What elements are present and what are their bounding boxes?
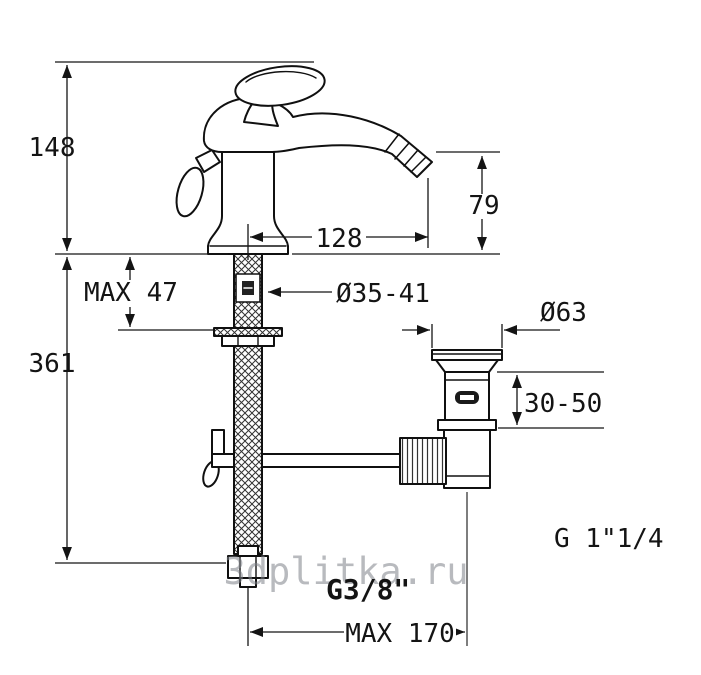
- side-lever: [175, 149, 221, 218]
- pop-up-waste: [399, 349, 503, 489]
- label-mask: [464, 194, 504, 219]
- dim-label-79: 79: [468, 191, 499, 221]
- label-mask: [344, 622, 456, 648]
- dimension-lines: [55, 61, 604, 646]
- aerator-icon: [384, 133, 427, 173]
- label-mask: [312, 228, 366, 253]
- dim-label-waste-diameter: Ø63: [540, 298, 587, 328]
- dim-label-361: 361: [29, 349, 76, 379]
- dim-label-max47: MAX 47: [84, 278, 178, 308]
- faucet-assembly: [175, 65, 503, 588]
- dim-label-hole-diameter: Ø35-41: [336, 279, 430, 309]
- lever-handle: [234, 65, 326, 107]
- knurled-nut: [399, 437, 447, 485]
- watermark-text: 3dplitka.ru: [223, 550, 468, 593]
- flexible-hose: [227, 345, 269, 588]
- dim-label-148: 148: [29, 133, 76, 163]
- dim-label-hose-thread: G3/8": [326, 573, 410, 606]
- dim-label-waste-thread: G 1"1/4: [554, 524, 664, 554]
- dim-label-max170: MAX 170: [345, 619, 455, 649]
- mounting-shank: [213, 253, 283, 347]
- pop-up-rod: [202, 429, 409, 488]
- dim-label-128: 128: [316, 224, 363, 254]
- dim-label-30-50: 30-50: [524, 389, 602, 419]
- dimension-labels: 148 361 MAX 47 128 79 Ø35-41 Ø63 30-50 G…: [29, 133, 664, 649]
- label-mask: [80, 280, 180, 307]
